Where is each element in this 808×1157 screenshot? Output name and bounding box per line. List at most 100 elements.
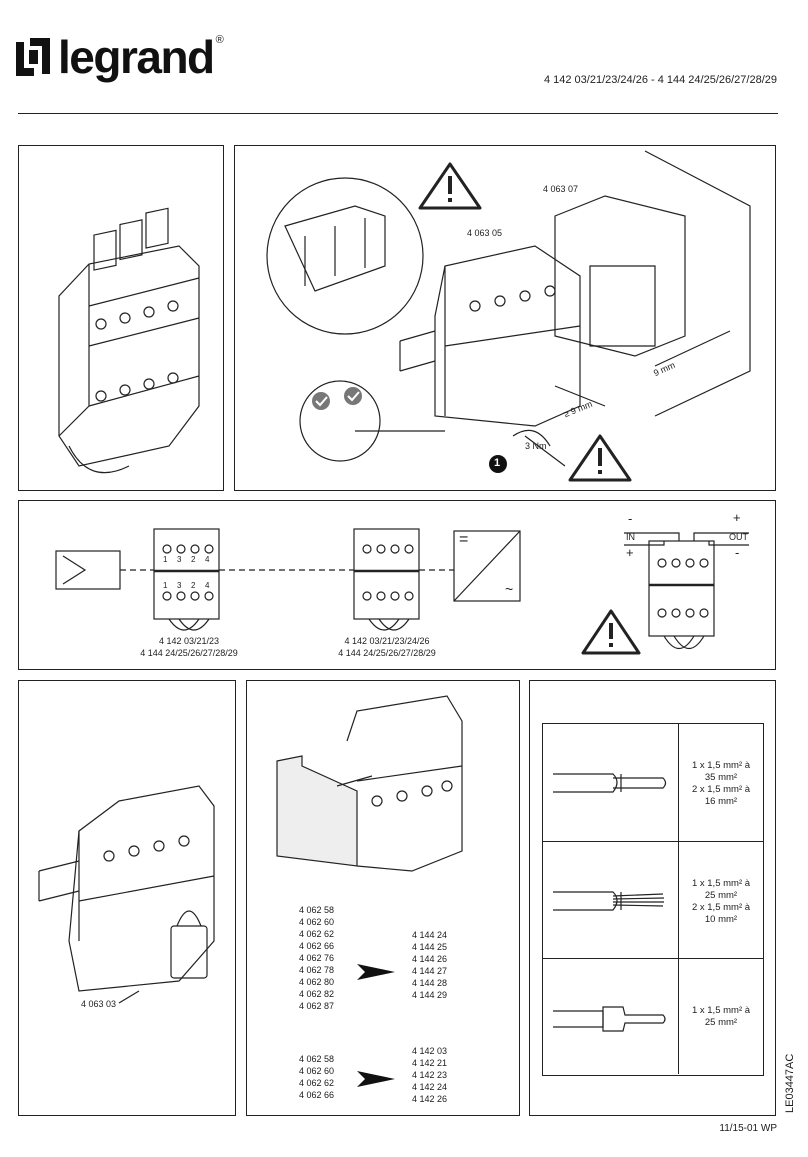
step-number: 1 xyxy=(494,457,501,469)
torque-value: 3 Nm xyxy=(525,441,547,451)
auxiliary-illustration xyxy=(276,695,463,872)
size-line: 16 mm² xyxy=(704,796,738,807)
product-references: 4 142 03/21/23/24/26 - 4 144 24/25/26/27… xyxy=(543,74,777,86)
revision-code: 11/15-01 WP xyxy=(719,1123,777,1134)
caption-breaker-2: 4 142 03/21/23/24/26 4 144 24/25/26/27/2… xyxy=(317,635,457,659)
aux-target: 4 144 27 xyxy=(412,966,448,976)
aux-target: 4 142 24 xyxy=(412,1082,448,1092)
minus-top: - xyxy=(628,511,633,526)
size-line: 25 mm² xyxy=(704,1017,738,1028)
terminal-4-bottom: 4 xyxy=(205,581,210,590)
out-label: OUT xyxy=(729,532,748,542)
aux-ref: 4 062 76 xyxy=(299,953,335,963)
lock-ref: 4 063 03 xyxy=(81,999,117,1009)
panel-auxiliaries: 4 062 58 4 062 60 4 062 62 4 062 66 4 06… xyxy=(246,680,520,1116)
aux-target: 4 142 21 xyxy=(412,1058,448,1068)
aux-group2-targets: 4 142 03 4 142 21 4 142 23 4 142 24 4 14… xyxy=(412,1045,447,1105)
breaker-illustration xyxy=(58,207,200,474)
installation-illustration xyxy=(266,150,751,482)
plus-bottom: + xyxy=(626,545,634,560)
plus-top: + xyxy=(733,510,741,525)
converter-dc: = xyxy=(459,531,469,548)
busbar-ref-right: 4 063 07 xyxy=(543,184,579,194)
cable-row-flexible: 1 x 1,5 mm² à 25 mm² 2 x 1,5 mm² à 10 mm… xyxy=(543,842,763,959)
in-label: IN xyxy=(626,532,635,542)
cable-row-ferrule: 1 x 1,5 mm² à 25 mm² xyxy=(543,959,763,1074)
size-line: 1 x 1,5 mm² à xyxy=(691,878,751,889)
legrand-mark-icon xyxy=(16,38,50,76)
minus-bottom: - xyxy=(735,545,740,560)
check-icon xyxy=(344,387,362,405)
header-divider xyxy=(18,113,778,114)
terminal-2-bottom: 2 xyxy=(191,581,196,590)
aux-ref: 4 062 80 xyxy=(299,977,335,987)
ferrule-cable-icon xyxy=(553,1006,666,1032)
aux-ref: 4 062 82 xyxy=(299,989,335,999)
terminal-3-bottom: 3 xyxy=(177,581,182,590)
caption-breaker-1: 4 142 03/21/23 4 144 24/25/26/27/28/29 xyxy=(119,635,259,659)
aux-group1-targets: 4 144 24 4 144 25 4 144 26 4 144 27 4 14… xyxy=(412,929,447,1001)
panel-wiring: 1 3 2 4 1 3 2 4 4 142 03/21/23 4 144 24/… xyxy=(18,500,776,670)
size-line: 10 mm² xyxy=(704,914,738,925)
registered-mark: ® xyxy=(215,34,224,46)
aux-ref: 4 062 58 xyxy=(299,905,335,915)
aux-target: 4 142 26 xyxy=(412,1094,448,1104)
brand-name: legrand xyxy=(58,31,215,83)
step-badge xyxy=(489,455,507,473)
warning-icon xyxy=(568,434,632,482)
aux-target: 4 144 28 xyxy=(412,978,448,988)
wiring-diagram xyxy=(55,528,749,655)
document-code: LE03447AC xyxy=(784,1053,796,1113)
rigid-cable-icon xyxy=(553,773,667,793)
caption-1-line2: 4 144 24/25/26/27/28/29 xyxy=(140,648,238,658)
arrow-right-icon xyxy=(357,1071,395,1087)
caption-2-line1: 4 142 03/21/23/24/26 xyxy=(344,636,430,646)
legrand-logo: legrand ® xyxy=(14,30,224,80)
terminal-2: 2 xyxy=(191,555,196,564)
lock-illustration xyxy=(38,785,215,1004)
rigid-cable-sizes: 1 x 1,5 mm² à 35 mm² 2 x 1,5 mm² à 16 mm… xyxy=(679,760,763,808)
aux-ref: 4 062 66 xyxy=(299,1090,335,1100)
aux-target: 4 142 23 xyxy=(412,1070,448,1080)
converter-ac: ~ xyxy=(505,581,514,597)
terminal-1-bottom: 1 xyxy=(163,581,168,590)
terminal-3: 3 xyxy=(177,555,182,564)
aux-target: 4 144 26 xyxy=(412,954,448,964)
size-line: 25 mm² xyxy=(704,890,738,901)
aux-target: 4 144 29 xyxy=(412,990,448,1000)
terminal-4: 4 xyxy=(205,555,210,564)
size-line: 1 x 1,5 mm² à xyxy=(691,1005,751,1016)
aux-ref: 4 062 78 xyxy=(299,965,335,975)
aux-target: 4 144 25 xyxy=(412,942,448,952)
warning-icon xyxy=(418,162,482,210)
panel-installation: 4 063 05 4 063 07 ≥ 9 mm 9 mm 3 Nm 1 xyxy=(234,145,776,491)
aux-group1-refs: 4 062 58 4 062 60 4 062 62 4 062 66 4 06… xyxy=(299,904,334,1012)
aux-ref: 4 062 62 xyxy=(299,1078,335,1088)
check-icon xyxy=(312,392,330,410)
panel-breaker xyxy=(18,145,224,491)
panel-cables: 1 x 1,5 mm² à 35 mm² 2 x 1,5 mm² à 16 mm… xyxy=(529,680,776,1116)
aux-target: 4 142 03 xyxy=(412,1046,448,1056)
caption-1-line1: 4 142 03/21/23 xyxy=(158,636,220,646)
aux-ref: 4 062 87 xyxy=(299,1001,335,1011)
aux-ref: 4 062 62 xyxy=(299,929,335,939)
aux-ref: 4 062 60 xyxy=(299,1066,335,1076)
busbar-ref-left: 4 063 05 xyxy=(467,228,503,238)
size-line: 35 mm² xyxy=(704,772,738,783)
flexible-cable-sizes: 1 x 1,5 mm² à 25 mm² 2 x 1,5 mm² à 10 mm… xyxy=(679,878,763,926)
cable-table: 1 x 1,5 mm² à 35 mm² 2 x 1,5 mm² à 16 mm… xyxy=(542,723,764,1076)
ferrule-cable-sizes: 1 x 1,5 mm² à 25 mm² xyxy=(679,1005,763,1029)
caption-2-line2: 4 144 24/25/26/27/28/29 xyxy=(338,648,436,658)
warning-icon xyxy=(581,609,641,655)
aux-group2-refs: 4 062 58 4 062 60 4 062 62 4 062 66 xyxy=(299,1053,334,1101)
cable-row-rigid: 1 x 1,5 mm² à 35 mm² 2 x 1,5 mm² à 16 mm… xyxy=(543,724,763,842)
terminal-1: 1 xyxy=(163,555,168,564)
aux-ref: 4 062 66 xyxy=(299,941,335,951)
flexible-cable-icon xyxy=(553,891,665,911)
source-box xyxy=(55,550,121,590)
aux-ref: 4 062 60 xyxy=(299,917,335,927)
panel-lock: 4 063 03 xyxy=(18,680,236,1116)
arrow-right-icon xyxy=(357,964,395,980)
size-line: 2 x 1,5 mm² à xyxy=(691,784,751,795)
size-line: 2 x 1,5 mm² à xyxy=(691,902,751,913)
